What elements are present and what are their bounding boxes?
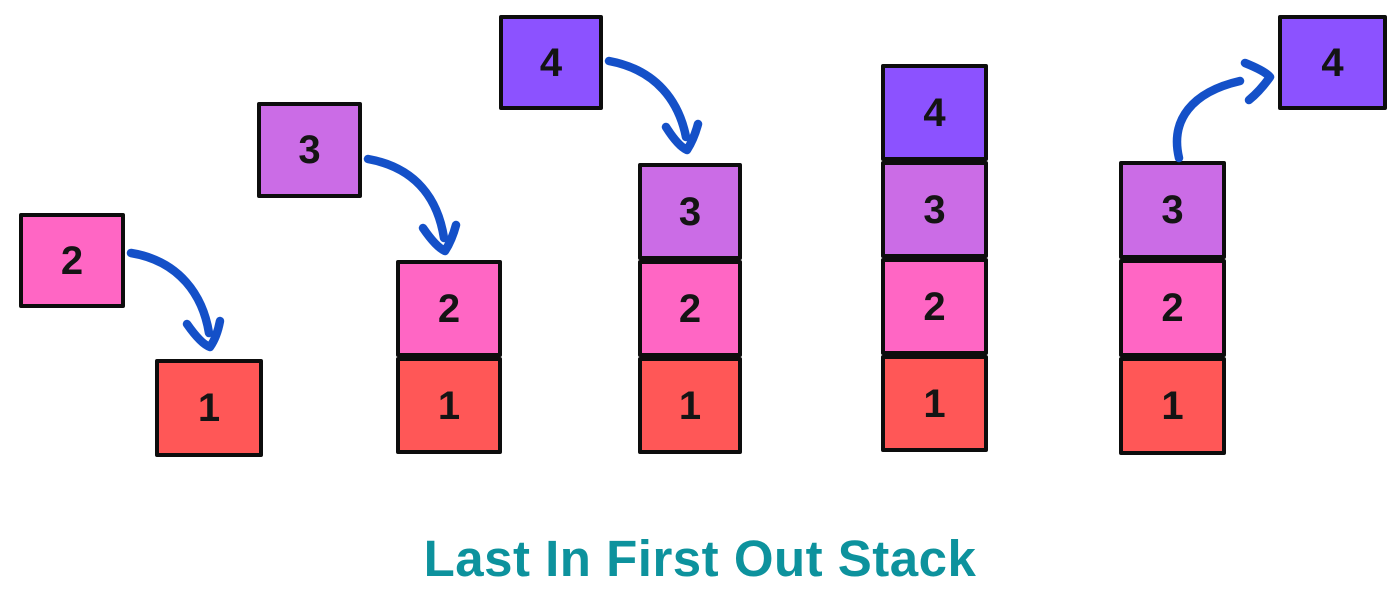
stage3-stack: 3 2 1 bbox=[638, 163, 742, 454]
box-label: 4 bbox=[539, 40, 563, 85]
stage3-incoming-box: 4 bbox=[499, 15, 603, 110]
stage5-stack: 3 2 1 bbox=[1119, 161, 1226, 455]
stage4-stack: 4 3 2 1 bbox=[881, 64, 988, 452]
push-arrow-down-icon bbox=[363, 154, 461, 256]
box-label: 1 bbox=[437, 383, 461, 428]
stage2-incoming-box: 3 bbox=[257, 102, 362, 198]
stage2-stack: 2 1 bbox=[396, 260, 502, 454]
box-label: 3 bbox=[1161, 188, 1184, 232]
stage5-stack-box-3: 3 bbox=[1119, 161, 1226, 259]
box-label: 2 bbox=[923, 284, 946, 329]
box-label: 1 bbox=[1161, 384, 1184, 428]
stage5-popped-box: 4 bbox=[1278, 15, 1387, 110]
stage2-stack-box-1: 1 bbox=[396, 357, 502, 454]
stage3-stack-box-2: 2 bbox=[638, 260, 742, 357]
stage4-stack-box-1: 1 bbox=[881, 355, 988, 452]
push-arrow-down-icon bbox=[604, 56, 703, 155]
stage4-stack-box-3: 3 bbox=[881, 161, 988, 258]
box-label: 2 bbox=[1161, 286, 1184, 330]
box-label: 1 bbox=[197, 386, 221, 430]
stage3-stack-box-3: 3 bbox=[638, 163, 742, 260]
stage4-stack-box-4: 4 bbox=[881, 64, 988, 161]
box-label: 2 bbox=[437, 286, 461, 331]
pop-arrow-up-icon bbox=[1172, 58, 1275, 163]
stage1-stack-box-1: 1 bbox=[155, 359, 263, 457]
box-label: 3 bbox=[923, 187, 946, 232]
box-label: 2 bbox=[678, 286, 702, 331]
push-arrow-down-icon bbox=[126, 248, 225, 352]
box-label: 2 bbox=[60, 238, 84, 283]
stage1-incoming-box: 2 bbox=[19, 213, 125, 308]
box-label: 4 bbox=[923, 90, 946, 135]
box-label: 3 bbox=[678, 189, 702, 234]
stage5-stack-box-1: 1 bbox=[1119, 357, 1226, 455]
box-label: 4 bbox=[1321, 40, 1344, 85]
box-label: 1 bbox=[923, 381, 946, 426]
diagram-title: Last In First Out Stack bbox=[423, 530, 977, 587]
stage4-stack-box-2: 2 bbox=[881, 258, 988, 355]
box-label: 1 bbox=[678, 383, 702, 428]
stage5-stack-box-2: 2 bbox=[1119, 259, 1226, 357]
stage3-stack-box-1: 1 bbox=[638, 357, 742, 454]
stage2-stack-box-2: 2 bbox=[396, 260, 502, 357]
box-label: 3 bbox=[298, 128, 321, 172]
